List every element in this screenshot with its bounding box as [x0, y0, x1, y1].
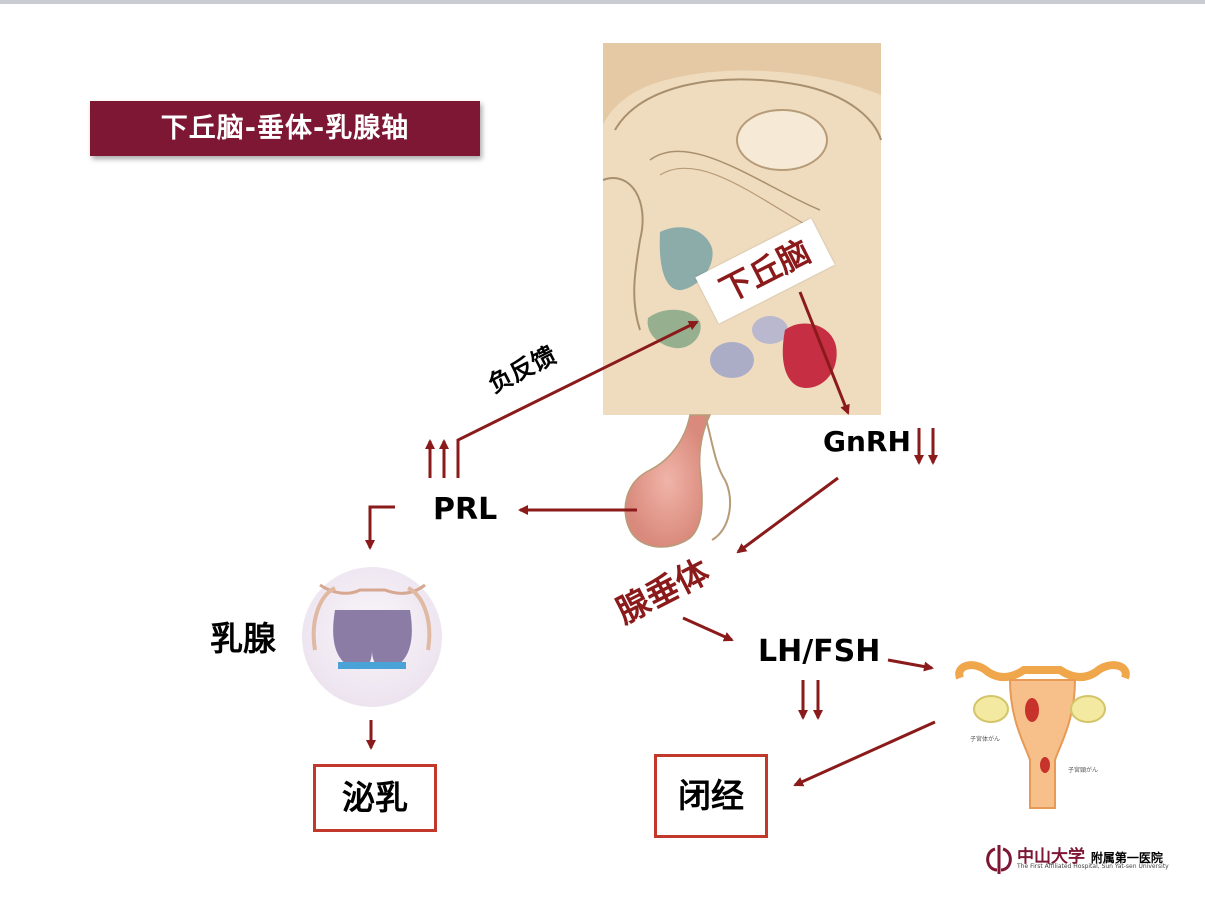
- logo-name: 中山大学 附属第一医院: [1017, 842, 1163, 867]
- lhfsh-label: LH/FSH: [758, 634, 881, 669]
- arrow-uterus-to-amenorrhea: [793, 720, 936, 787]
- lactation-box: 泌乳: [313, 764, 437, 832]
- breast-illustration: [302, 567, 442, 707]
- arrow-lhfsh-to-uterus: [887, 658, 934, 672]
- arrow-pituitary-to-lhfsh: [682, 616, 734, 642]
- gnrh-label: GnRH: [823, 425, 911, 458]
- arrow-prl-to-breast: [365, 505, 395, 550]
- logo-university-name: 中山大学: [1017, 847, 1085, 867]
- breast-label: 乳腺: [210, 619, 276, 658]
- arrow-hypothalamus-to-gnrh: [798, 291, 850, 415]
- logo-unit-name: 附属第一医院: [1090, 851, 1163, 865]
- lactation-label: 泌乳: [342, 778, 408, 817]
- uterus-label-corpus: 子宮体がん: [970, 736, 1001, 743]
- hospital-logo: 中山大学 附属第一医院 The First Affiliated Hospita…: [985, 840, 1185, 880]
- logo-subtitle: The First Affiliated Hospital, Sun Yat-s…: [1017, 863, 1169, 870]
- amenorrhea-box: 闭经: [654, 754, 768, 838]
- arrow-negative-feedback: [456, 320, 699, 478]
- arrow-gnrh-to-pituitary: [736, 476, 839, 554]
- arrows: [365, 291, 938, 787]
- top-border: [0, 0, 1205, 4]
- uterus-label-cervix: 子宮頸がん: [1068, 767, 1099, 774]
- uterus-illustration: [955, 661, 1130, 809]
- logo-emblem-icon: [986, 845, 1012, 874]
- brain-illustration: [602, 43, 882, 548]
- amenorrhea-label: 闭经: [678, 776, 744, 815]
- slide-title: 下丘脑-垂体-乳腺轴: [90, 101, 480, 156]
- prl-label: PRL: [433, 492, 498, 527]
